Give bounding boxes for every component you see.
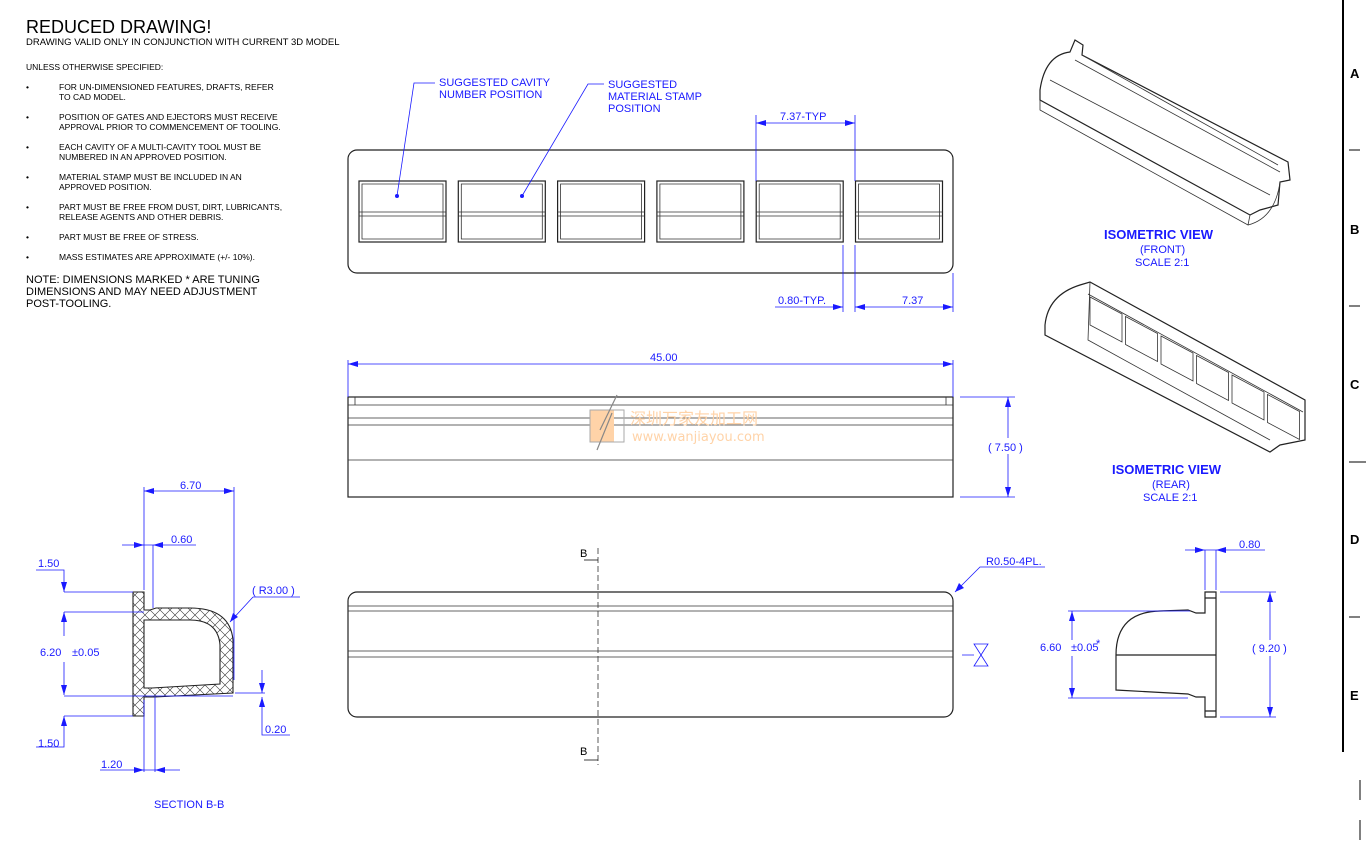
top-view-outline <box>347 149 954 274</box>
note-item: APPROVAL PRIOR TO COMMENCEMENT OF TOOLIN… <box>59 122 281 132</box>
bottom-view: B B R0.50-4PL. <box>347 548 1045 765</box>
section-b-b: 6.70 0.60 1.50 1.50 6.20 ±0.05 ( R3.00 )… <box>36 480 300 811</box>
iso-cavity <box>1196 354 1229 402</box>
zone-label: C <box>1350 377 1360 392</box>
note-item: MASS ESTIMATES ARE APPROXIMATE (+/- 10%)… <box>59 252 255 262</box>
iso-cavity <box>1267 393 1300 441</box>
zone-label: A <box>1350 66 1360 81</box>
note-item: POSITION OF GATES AND EJECTORS MUST RECE… <box>59 112 278 122</box>
note-bullet: • <box>26 202 29 212</box>
callout-cavity: NUMBER POSITION <box>439 89 542 101</box>
iso-cavity <box>1089 296 1123 343</box>
watermark-cn: 深圳万家友加工网 <box>630 409 758 428</box>
dim-height: 6.60 <box>1040 642 1061 654</box>
cavity <box>656 180 745 243</box>
note-item: PART MUST BE FREE FROM DUST, DIRT, LUBRI… <box>59 202 282 212</box>
iso-cavity <box>1125 315 1158 363</box>
dim-pitch-typ: 7.37-TYP <box>780 111 826 123</box>
cavity <box>854 180 944 243</box>
top-view: SUGGESTED CAVITY NUMBER POSITION SUGGEST… <box>347 77 954 312</box>
tuning-note: DIMENSIONS AND MAY NEED ADJUSTMENT <box>26 286 258 298</box>
notes-subtitle: DRAWING VALID ONLY IN CONJUNCTION WITH C… <box>26 37 340 48</box>
end-view: 0.80 6.60 ±0.05 * ( 9.20 ) <box>1038 539 1290 718</box>
note-bullet: • <box>26 142 29 152</box>
watermark: 深圳万家友加工网 www.wanjiayou.com <box>589 394 765 451</box>
iso-front-scale: SCALE 2:1 <box>1135 257 1189 269</box>
bottom-view-outline <box>347 591 954 718</box>
radius-note: R0.50-4PL. <box>986 556 1042 568</box>
iso-cavity <box>1160 335 1194 382</box>
tuning-note: POST-TOOLING. <box>26 298 111 310</box>
notes-unless: UNLESS OTHERWISE SPECIFIED: <box>26 62 163 72</box>
cavity <box>358 180 447 243</box>
dim-lip: 0.60 <box>171 534 192 546</box>
note-item: APPROVED POSITION. <box>59 182 152 192</box>
front-view: 45.00 ( 7.50 ) <box>347 352 1029 498</box>
dim-wall-typ: 0.80-TYP. <box>778 295 826 307</box>
section-marker-bottom: B <box>580 746 587 758</box>
dim-height-tol: ±0.05 <box>1071 642 1098 654</box>
dim-width: 6.70 <box>180 480 201 492</box>
dim-offset: 1.20 <box>101 759 122 771</box>
callout-stamp: SUGGESTED <box>608 79 677 91</box>
notes-title: REDUCED DRAWING! <box>26 17 211 37</box>
note-item: EACH CAVITY OF A MULTI-CAVITY TOOL MUST … <box>59 142 261 152</box>
dim-pitch: 7.37 <box>902 295 923 307</box>
dim-height: 6.20 <box>40 647 61 659</box>
note-bullet: • <box>26 172 29 182</box>
iso-view-rear: ISOMETRIC VIEW (REAR) SCALE 2:1 <box>1044 281 1306 504</box>
note-bullet: • <box>26 232 29 242</box>
section-profile <box>132 591 234 717</box>
dim-height-tol: ±0.05 <box>72 647 99 659</box>
general-notes: REDUCED DRAWING! DRAWING VALID ONLY IN C… <box>26 17 340 310</box>
zone-label: B <box>1350 222 1359 237</box>
note-bullet: • <box>26 82 29 92</box>
section-marker-top: B <box>580 548 587 560</box>
cavity <box>457 180 546 243</box>
note-item: NUMBERED IN AN APPROVED POSITION. <box>59 152 227 162</box>
material-stamp-dot <box>520 194 524 198</box>
iso-cavity <box>1231 374 1265 421</box>
cavity <box>755 180 844 243</box>
watermark-url: www.wanjiayou.com <box>632 430 765 445</box>
dim-radius: ( R3.00 ) <box>252 585 295 597</box>
dim-total: ( 9.20 ) <box>1252 643 1287 655</box>
iso-rear-scale: SCALE 2:1 <box>1143 492 1197 504</box>
dim-top-flange: 1.50 <box>38 558 59 570</box>
note-item: PART MUST BE FREE OF STRESS. <box>59 232 199 242</box>
zone-label: D <box>1350 532 1359 547</box>
callout-stamp: POSITION <box>608 103 661 115</box>
note-bullet: • <box>26 112 29 122</box>
dim-flange: 0.80 <box>1239 539 1260 551</box>
callout-cavity: SUGGESTED CAVITY <box>439 77 551 89</box>
dim-height: ( 7.50 ) <box>988 442 1023 454</box>
note-bullet: • <box>26 252 29 262</box>
note-item: FOR UN-DIMENSIONED FEATURES, DRAFTS, REF… <box>59 82 274 92</box>
iso-rear-title: ISOMETRIC VIEW <box>1112 462 1222 477</box>
cavity-leader <box>396 82 435 197</box>
zone-label: E <box>1350 688 1359 703</box>
tuning-mark: * <box>1096 638 1101 650</box>
sheet-border: A B C D E <box>1342 0 1366 840</box>
iso-rear-view: (REAR) <box>1152 479 1190 491</box>
iso-front-title: ISOMETRIC VIEW <box>1104 227 1214 242</box>
cavity-number-dot <box>395 194 399 198</box>
tuning-note: NOTE: DIMENSIONS MARKED * ARE TUNING <box>26 274 260 286</box>
cavity <box>556 180 646 243</box>
note-item: RELEASE AGENTS AND OTHER DEBRIS. <box>59 212 223 222</box>
note-item: MATERIAL STAMP MUST BE INCLUDED IN AN <box>59 172 242 182</box>
dim-step: 0.20 <box>265 724 286 736</box>
callout-stamp: MATERIAL STAMP <box>608 91 702 103</box>
note-item: TO CAD MODEL. <box>59 92 126 102</box>
stamp-leader <box>521 83 604 197</box>
section-title: SECTION B-B <box>154 799 224 811</box>
iso-front-view: (FRONT) <box>1140 244 1185 256</box>
front-view-outline <box>347 396 954 498</box>
dim-bottom-flange: 1.50 <box>38 738 59 750</box>
iso-view-front: ISOMETRIC VIEW (FRONT) SCALE 2:1 <box>1039 39 1291 269</box>
dim-length: 45.00 <box>650 352 678 364</box>
